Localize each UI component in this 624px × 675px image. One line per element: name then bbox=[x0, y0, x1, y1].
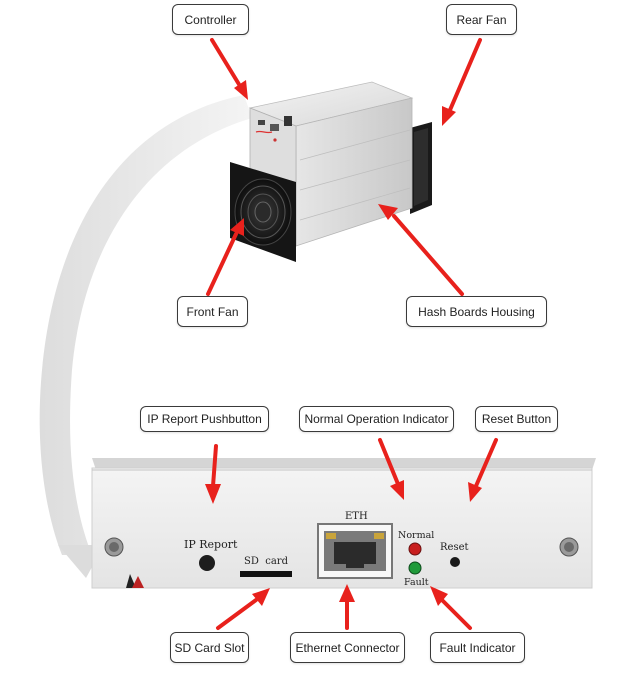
arrow-controller bbox=[210, 38, 242, 88]
panel-eth-text: ETH bbox=[345, 511, 368, 522]
callout-front-fan: Front Fan bbox=[177, 296, 248, 327]
rear-fan-illustration bbox=[410, 122, 432, 214]
arrow-fault bbox=[438, 596, 472, 630]
panel-fault-text: Fault bbox=[404, 577, 429, 588]
callout-ip-report-pushbutton: IP Report Pushbutton bbox=[140, 406, 269, 432]
panel-ip-report-text: IP Report bbox=[184, 538, 238, 551]
callout-fault-indicator: Fault Indicator bbox=[430, 632, 525, 663]
callout-rear-fan: Rear Fan bbox=[446, 4, 517, 35]
callout-sd-card-slot: SD Card Slot bbox=[170, 632, 249, 663]
callout-controller: Controller bbox=[172, 4, 249, 35]
arrow-rear-fan bbox=[448, 38, 482, 112]
arrow-hash-boards bbox=[392, 214, 464, 296]
panel-screw-left bbox=[104, 537, 124, 557]
arrow-ip-report bbox=[211, 444, 218, 488]
arrow-reset bbox=[474, 438, 498, 488]
pointer-arrows bbox=[205, 38, 498, 630]
callout-normal-operation-indicator: Normal Operation Indicator bbox=[299, 406, 454, 432]
sd-card-slot-illustration bbox=[240, 571, 292, 577]
panel-screw-right bbox=[559, 537, 579, 557]
panel-reset-text: Reset bbox=[440, 542, 469, 553]
front-fan-illustration bbox=[230, 162, 296, 262]
ethernet-port-illustration bbox=[317, 523, 393, 579]
normal-led bbox=[408, 542, 422, 556]
callout-ethernet-connector: Ethernet Connector bbox=[290, 632, 405, 663]
controller-ports bbox=[255, 116, 292, 142]
panel-normal-text: Normal bbox=[398, 530, 434, 541]
ip-report-button-illustration bbox=[199, 555, 215, 571]
arrow-normal-indicator bbox=[378, 438, 400, 486]
arrow-sd-card bbox=[216, 598, 258, 630]
arrow-front-fan bbox=[206, 232, 238, 296]
miner-illustration bbox=[230, 81, 432, 262]
reset-button-illustration bbox=[450, 557, 460, 567]
front-panel: IP Report SD card ETH Normal Fault Reset bbox=[91, 458, 596, 589]
callout-hash-boards-housing: Hash Boards Housing bbox=[406, 296, 547, 327]
panel-sd-card-text: SD card bbox=[244, 556, 289, 567]
hash-boards-fins bbox=[299, 129, 411, 221]
fault-led bbox=[408, 561, 422, 575]
callout-reset-button: Reset Button bbox=[475, 406, 558, 432]
